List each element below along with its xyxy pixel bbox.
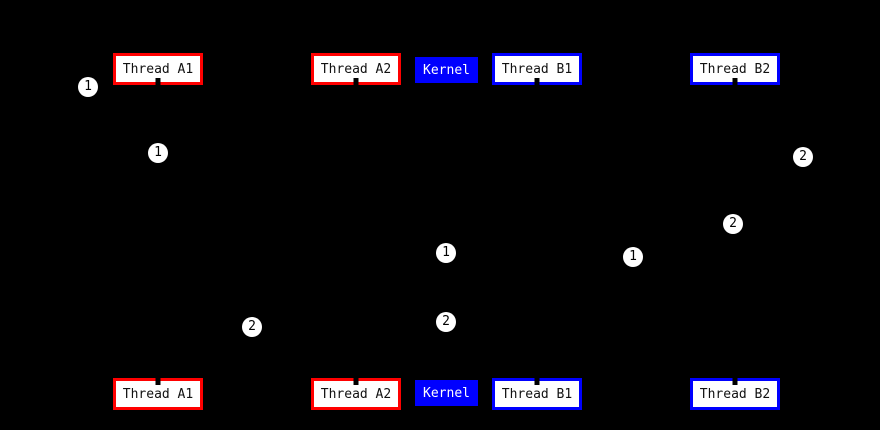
lifeline-notch <box>353 378 359 385</box>
lifeline-notch <box>155 78 161 85</box>
actor-label: Kernel <box>423 62 470 78</box>
step-marker: 1 <box>436 243 456 263</box>
actor-box-thread-a2-top: Thread A2 <box>311 53 401 85</box>
actor-label: Thread B1 <box>501 61 573 77</box>
step-marker: 1 <box>623 247 643 267</box>
actor-label: Kernel <box>423 385 470 401</box>
actor-label: Thread A1 <box>122 386 194 402</box>
actor-box-thread-b2-top: Thread B2 <box>690 53 780 85</box>
step-marker: 2 <box>436 312 456 332</box>
lifeline-notch <box>353 78 359 85</box>
lifeline-notch <box>534 378 540 385</box>
actor-label: Thread B2 <box>699 386 771 402</box>
actor-box-thread-b2-bottom: Thread B2 <box>690 378 780 410</box>
actor-label: Thread B2 <box>699 61 771 77</box>
actor-box-thread-b1-bottom: Thread B1 <box>492 378 582 410</box>
lifeline-notch <box>155 378 161 385</box>
step-marker: 2 <box>242 317 262 337</box>
actor-label: Thread A1 <box>122 61 194 77</box>
step-marker: 1 <box>78 77 98 97</box>
lifeline-notch <box>732 378 738 385</box>
lifeline-notch <box>534 78 540 85</box>
actor-label: Thread A2 <box>320 386 392 402</box>
actor-label: Thread A2 <box>320 61 392 77</box>
actor-label: Thread B1 <box>501 386 573 402</box>
actor-box-thread-a1-top: Thread A1 <box>113 53 203 85</box>
step-marker: 1 <box>148 143 168 163</box>
actor-box-kernel-bottom: Kernel <box>415 380 478 406</box>
actor-box-thread-a1-bottom: Thread A1 <box>113 378 203 410</box>
step-marker: 2 <box>793 147 813 167</box>
actor-box-thread-a2-bottom: Thread A2 <box>311 378 401 410</box>
lifeline-notch <box>732 78 738 85</box>
step-marker: 2 <box>723 214 743 234</box>
actor-box-thread-b1-top: Thread B1 <box>492 53 582 85</box>
actor-box-kernel-top: Kernel <box>415 57 478 83</box>
